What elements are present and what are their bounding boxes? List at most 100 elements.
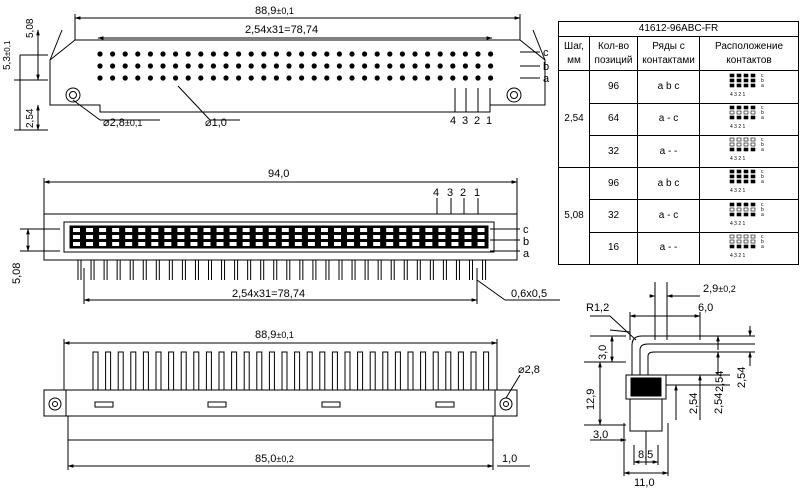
pin: [362, 75, 368, 81]
pin: [229, 228, 237, 232]
fin: [432, 351, 439, 391]
mini-pin: [750, 179, 756, 184]
mini-pin: [736, 212, 742, 216]
pin: [438, 235, 446, 239]
pin: [462, 63, 468, 69]
pin: [412, 63, 418, 69]
fin: [394, 351, 401, 391]
pin: [135, 51, 141, 57]
pin: [138, 228, 146, 232]
top-row-c: c: [543, 47, 549, 59]
mini-pin: [750, 239, 756, 244]
mini-pin: [736, 142, 742, 147]
mini-pin: [750, 234, 756, 239]
pin: [425, 242, 433, 246]
pin: [273, 63, 279, 69]
pin: [248, 63, 254, 69]
mini-row-label: b: [761, 239, 764, 245]
bottom-inner-width-label: 85,0±0,2: [255, 453, 294, 465]
side-radius-label: R1,2: [586, 302, 609, 314]
pin: [399, 63, 405, 69]
top-pitch-label: 2,54x31=78,74: [245, 24, 318, 36]
mini-pin: [750, 73, 756, 77]
side-dim-254-a: 2,54: [736, 367, 748, 388]
pin: [475, 75, 481, 81]
pin: [255, 235, 263, 239]
mini-pin: [750, 244, 756, 249]
pin: [374, 51, 380, 57]
mini-pin: [743, 174, 749, 179]
pin: [311, 51, 317, 57]
pin: [164, 235, 172, 239]
pin: [437, 63, 443, 69]
fin: [268, 351, 275, 391]
mini-pin: [729, 137, 735, 142]
fin: [281, 351, 288, 391]
pitch-cell: 2,54: [558, 70, 590, 169]
pin: [135, 63, 141, 69]
pin: [268, 235, 276, 239]
pin: [190, 235, 198, 239]
mini-pin: [736, 110, 742, 115]
fin: [382, 351, 389, 391]
pin: [99, 235, 107, 239]
mini-row-label: b: [761, 207, 764, 213]
mini-pin: [743, 239, 749, 244]
pin: [164, 228, 172, 232]
front-row-c: c: [523, 224, 529, 236]
front-pin-1: 1: [474, 187, 480, 199]
mini-pin: [743, 169, 749, 174]
fin: [483, 351, 490, 391]
fin: [331, 351, 338, 391]
pin: [198, 75, 204, 81]
front-pin-2: 2: [460, 187, 466, 199]
pin: [255, 228, 263, 232]
front-pin-4: 4: [433, 187, 439, 199]
mini-pin: [736, 202, 742, 206]
pin: [86, 235, 94, 239]
pin: [307, 228, 315, 232]
pin: [320, 235, 328, 239]
rows-cell: a b c: [637, 70, 700, 104]
pin: [374, 75, 380, 81]
mini-pin: [729, 212, 735, 216]
side-height-3-label: 3,0: [597, 345, 609, 360]
pin: [387, 51, 393, 57]
mini-pin: [750, 137, 756, 142]
bottom-fins: [92, 351, 490, 391]
pin: [399, 242, 407, 246]
mini-pin: [736, 169, 742, 174]
pin: [236, 63, 242, 69]
pin: [349, 51, 355, 57]
pin: [125, 242, 133, 246]
pin: [488, 75, 494, 81]
pin: [386, 242, 394, 246]
top-pin-dia-label: ⌀1,0: [205, 117, 227, 129]
pin: [151, 242, 159, 246]
fin: [92, 351, 99, 391]
pin: [307, 242, 315, 246]
fin: [369, 351, 376, 391]
top-view-labels: 88,9±0,1 2,54x31=78,74 5,3±0,1 5,08 2,54…: [2, 5, 550, 129]
pin: [362, 51, 368, 57]
bottom-width-label: 88,9±0,1: [255, 329, 294, 341]
fin: [155, 351, 162, 391]
pin: [477, 242, 485, 246]
pin: [336, 75, 342, 81]
pin: [151, 228, 159, 232]
mini-pin: [750, 174, 756, 179]
pin: [464, 242, 472, 246]
side-contact-bend: [631, 335, 700, 375]
pin: [437, 51, 443, 57]
positions-cell: 32: [589, 134, 638, 169]
pin: [294, 235, 302, 239]
pin: [210, 51, 216, 57]
pin: [462, 75, 468, 81]
side-top-dim-label: 2,9±0,2: [703, 283, 736, 295]
fin: [344, 351, 351, 391]
pin: [451, 242, 459, 246]
pin: [412, 228, 420, 232]
